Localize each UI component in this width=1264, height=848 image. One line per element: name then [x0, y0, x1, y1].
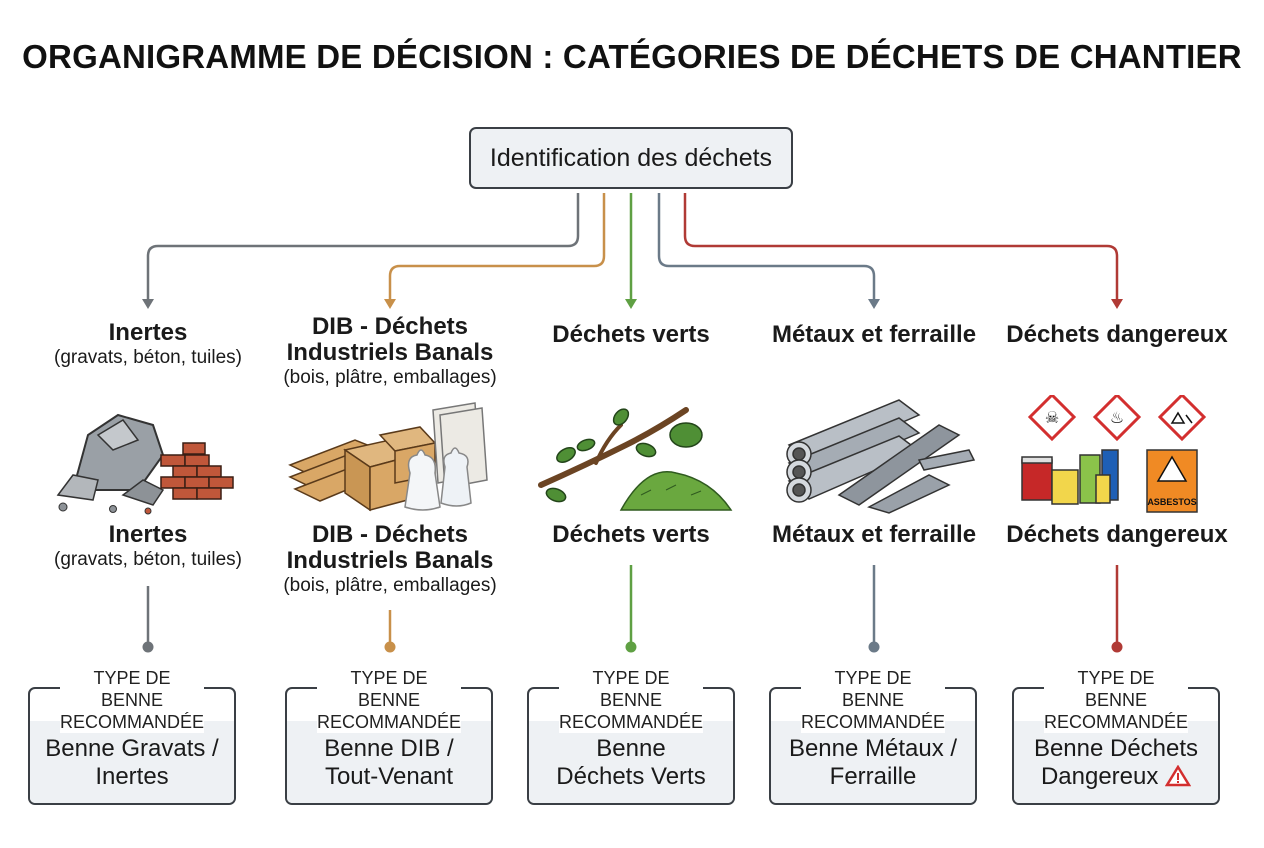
metal-pipes-beams-icon: [786, 399, 976, 514]
connector-inertes: [146, 193, 580, 300]
bin-value: Benne Métaux /Ferraille: [788, 735, 958, 790]
stem-dot-dib: [384, 641, 396, 653]
category-header-dangereux: Déchets dangereux: [995, 322, 1239, 348]
category-header-metaux: Métaux et ferraille: [752, 322, 996, 348]
category-header-dib: DIB - Déchets Industriels Banals (bois, …: [268, 314, 512, 389]
category-subtitle: (gravats, béton, tuiles): [54, 347, 242, 368]
arrowhead-dangereux: [1111, 299, 1123, 309]
category-name: Déchets verts: [552, 321, 710, 348]
category-name-repeat: Déchets verts: [552, 521, 710, 548]
category-repeat-dib: DIB - Déchets Industriels Banals (bois, …: [268, 522, 512, 597]
bin-value: Benne DIB /Tout-Venant: [324, 735, 454, 790]
category-name-repeat: Métaux et ferraille: [771, 521, 977, 548]
category-name-repeat: Inertes: [108, 521, 188, 548]
arrowhead-verts: [625, 299, 637, 309]
branches-leaves-icon: [538, 407, 733, 511]
connector-metaux: [657, 193, 876, 300]
root-label: Identification des déchets: [489, 143, 773, 172]
category-name-repeat: Déchets dangereux: [1006, 521, 1228, 548]
connector-dangereux: [683, 193, 1119, 300]
page-title: ORGANIGRAMME DE DÉCISION : CATÉGORIES DE…: [22, 38, 1242, 75]
root-node: Identification des déchets: [469, 127, 793, 189]
connector-dib: [388, 193, 606, 300]
category-header-inertes: Inertes (gravats, béton, tuiles): [26, 320, 270, 369]
stem-dot-metaux: [868, 641, 880, 653]
bin-value: Benne Déchets Dangereux: [1033, 735, 1199, 790]
bin-value: Benne Gravats /Inertes: [45, 735, 219, 790]
hazard-chemicals-icon: ☠ ♨ ASBESTOS: [1021, 395, 1207, 513]
category-repeat-inertes: Inertes (gravats, béton, tuiles): [26, 522, 270, 571]
rubble-bricks-icon: [56, 413, 234, 515]
svg-text:☠: ☠: [1045, 410, 1059, 427]
wood-boxes-plastic-icon: [288, 402, 488, 512]
arrowhead-metaux: [868, 299, 880, 309]
warning-icon: [1164, 764, 1192, 787]
category-repeat-metaux: Métaux et ferraille: [752, 522, 996, 548]
stem-dot-dangereux: [1111, 641, 1123, 653]
arrowhead-inertes: [142, 299, 154, 309]
category-subtitle-repeat: (bois, plâtre, emballages): [283, 575, 497, 596]
category-header-verts: Déchets verts: [509, 322, 753, 348]
category-subtitle: (bois, plâtre, emballages): [283, 367, 497, 388]
arrowhead-dib: [384, 299, 396, 309]
svg-text:♨: ♨: [1110, 410, 1124, 427]
asbestos-label: ASBESTOS: [1147, 497, 1196, 507]
category-name: Métaux et ferraille: [771, 321, 977, 348]
category-name: Inertes: [108, 319, 188, 346]
stem-dot-inertes: [142, 641, 154, 653]
category-subtitle-repeat: (gravats, béton, tuiles): [54, 549, 242, 570]
category-name: Déchets dangereux: [1006, 321, 1228, 348]
category-name-repeat: DIB - Déchets Industriels Banals: [286, 521, 494, 574]
category-name: DIB - Déchets Industriels Banals: [286, 313, 494, 366]
stem-dot-verts: [625, 641, 637, 653]
category-repeat-dangereux: Déchets dangereux: [995, 522, 1239, 548]
category-repeat-verts: Déchets verts: [509, 522, 753, 548]
